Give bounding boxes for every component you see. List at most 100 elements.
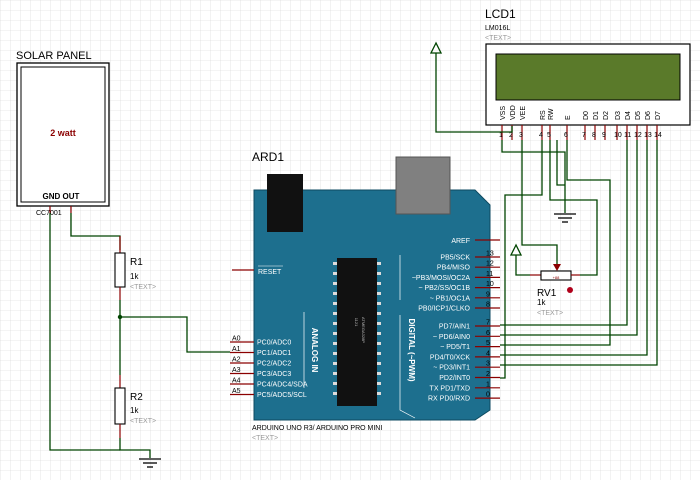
digital-pin-num: 9 — [486, 291, 490, 298]
lcd-pin-name: D5 — [635, 111, 642, 120]
digital-pin-num: 10 — [486, 281, 494, 288]
wire-r2-gnd — [119, 438, 151, 458]
analog-pin-num: A5 — [232, 388, 241, 395]
digital-title: DIGITAL (~PWM) — [407, 318, 416, 381]
lcd-pin-name: D0 — [583, 111, 590, 120]
lcd-pin-name: D6 — [645, 111, 652, 120]
rv1-wiper-icon — [553, 264, 561, 271]
analog-pin-label: PC3/ADC3 — [257, 371, 291, 378]
lcd-pin-name: D7 — [655, 111, 662, 120]
analog-pin-label: PC5/ADC5/SCL — [257, 392, 307, 399]
analog-pin-num: A0 — [232, 336, 241, 343]
reset-label: RESET — [258, 269, 282, 276]
lcd-pin-num: 2 — [509, 132, 513, 139]
r1-value: 1k — [130, 272, 139, 281]
arduino-name: ARDUINO UNO R3/ ARDUINO PRO MINI — [252, 425, 382, 432]
lcd-pins: VSS1VDD2VEE3RS4RW5E6D07D18D29D310D411D51… — [499, 105, 662, 140]
lcd-pin-num: 11 — [624, 132, 631, 139]
potentiometer-rv1[interactable]: +88 RV1 1k <TEXT> — [530, 264, 580, 317]
digital-pin-label: ~ PB2/SS/OC1B — [418, 285, 470, 292]
lcd-model: LM016L — [485, 25, 510, 32]
analog-pins: A0PC0/ADC0A1PC1/ADC1A2PC2/ADC2A3PC3/ADC3… — [230, 336, 308, 399]
solar-panel[interactable]: SOLAR PANEL 2 watt GND OUT CC7001 — [16, 50, 110, 217]
lcd-pin-name: D3 — [615, 111, 622, 120]
digital-pin-label: ~PB3/MOSI/OC2A — [412, 275, 470, 282]
analog-pin-num: A4 — [232, 378, 241, 385]
mcu-chip — [337, 258, 377, 406]
power-jack-icon — [267, 174, 303, 232]
digital-pin-num: 7 — [486, 320, 490, 327]
lcd-pin-name: D2 — [603, 111, 610, 120]
r1-name: R1 — [130, 257, 143, 268]
digital-pin-num: 8 — [486, 302, 490, 309]
resistor-r1[interactable]: R1 1k <TEXT> — [114, 236, 156, 300]
solar-panel-ref: CC7001 — [36, 210, 62, 217]
lcd-pin-num: 9 — [602, 132, 606, 139]
resistor-r2[interactable]: R2 1k <TEXT> — [114, 375, 156, 438]
lcd-pin-name: VDD — [510, 105, 517, 120]
wire-pot-right — [549, 140, 598, 276]
digital-pin-num: 1 — [486, 381, 490, 388]
r1-body[interactable] — [114, 252, 126, 288]
lcd-pin-num: 1 — [499, 132, 503, 139]
rv1-text: <TEXT> — [537, 310, 563, 317]
lcd-pin-name: E — [565, 115, 572, 120]
digital-pin-label: RX PD0/RXD — [428, 396, 470, 403]
lcd-pin-num: 10 — [614, 132, 622, 139]
r1-text: <TEXT> — [130, 284, 156, 291]
arduino-text: <TEXT> — [252, 435, 278, 442]
lcd-arduino-wires — [500, 140, 658, 379]
lcd-pin-name: RW — [548, 108, 555, 120]
wire-solar-gnd — [49, 213, 120, 451]
solar-panel-pins: GND OUT — [43, 192, 80, 201]
chip-pins-right — [377, 262, 381, 395]
analog-pin-label: PC4/ADC4/SDA — [257, 382, 308, 389]
chip-sub: 1121 — [354, 318, 359, 327]
digital-pin-num: 12 — [486, 261, 494, 268]
aref-label: AREF — [451, 238, 470, 245]
lcd-pin-name: VEE — [520, 106, 527, 120]
junction-divider — [117, 314, 123, 320]
digital-pin-num: 5 — [486, 340, 490, 347]
lcd-pin-name: D1 — [593, 111, 600, 120]
rv1-name: RV1 — [537, 288, 557, 299]
digital-pin-num: 6 — [486, 330, 490, 337]
lcd-pin-num: 13 — [644, 132, 652, 139]
digital-pin-label: PB0/ICP1/CLKO — [418, 306, 470, 313]
digital-pin-num: 2 — [486, 371, 490, 378]
wire-rw-gnd — [556, 140, 565, 186]
lcd-text: <TEXT> — [485, 35, 511, 42]
arduino-ref: ARD1 — [252, 150, 284, 164]
analog-pin-num: A3 — [232, 367, 241, 374]
analog-pin-label: PC2/ADC2 — [257, 361, 291, 368]
lcd-pin-num: 4 — [539, 132, 543, 139]
digital-pin-label: PB5/SCK — [440, 255, 470, 262]
lcd-pin-name: D4 — [625, 111, 632, 120]
chip-pins-left — [333, 262, 337, 395]
rv1-adjust-icon[interactable] — [567, 287, 573, 293]
lcd-title: LCD1 — [485, 7, 516, 21]
r2-body[interactable] — [114, 387, 126, 425]
arduino-board[interactable]: ARD1 ATMEGA328P 1121 RESET AREF ANALOG I… — [230, 150, 500, 442]
lcd-pin-num: 14 — [654, 132, 662, 139]
digital-pin-num: 11 — [486, 271, 493, 278]
digital-pin-num: 0 — [486, 392, 490, 399]
ground-icon-lcd — [554, 213, 576, 223]
digital-pin-num: 13 — [486, 251, 494, 258]
digital-pin-num: 3 — [486, 361, 490, 368]
lcd-pin-name: RS — [540, 110, 547, 120]
lcd-display[interactable]: LCD1 LM016L <TEXT> VSS1VDD2VEE3RS4RW5E6D… — [485, 7, 691, 140]
digital-pin-label: PD4/T0/XCK — [430, 354, 470, 361]
r2-name: R2 — [130, 392, 143, 403]
lcd-pin-num: 12 — [634, 132, 642, 139]
digital-pin-label: ~ PD3/INT1 — [433, 365, 470, 372]
lcd-pin-num: 3 — [519, 132, 523, 139]
lcd-pin-num: 8 — [592, 132, 596, 139]
ground-icon — [139, 458, 161, 468]
digital-pin-label: ~ PB1/OC1A — [430, 295, 471, 302]
solar-panel-body[interactable] — [16, 62, 110, 207]
digital-pin-label: ~ PD5/T1 — [440, 344, 470, 351]
solar-panel-title: SOLAR PANEL — [16, 50, 92, 62]
wire-vee-pot — [521, 140, 558, 268]
